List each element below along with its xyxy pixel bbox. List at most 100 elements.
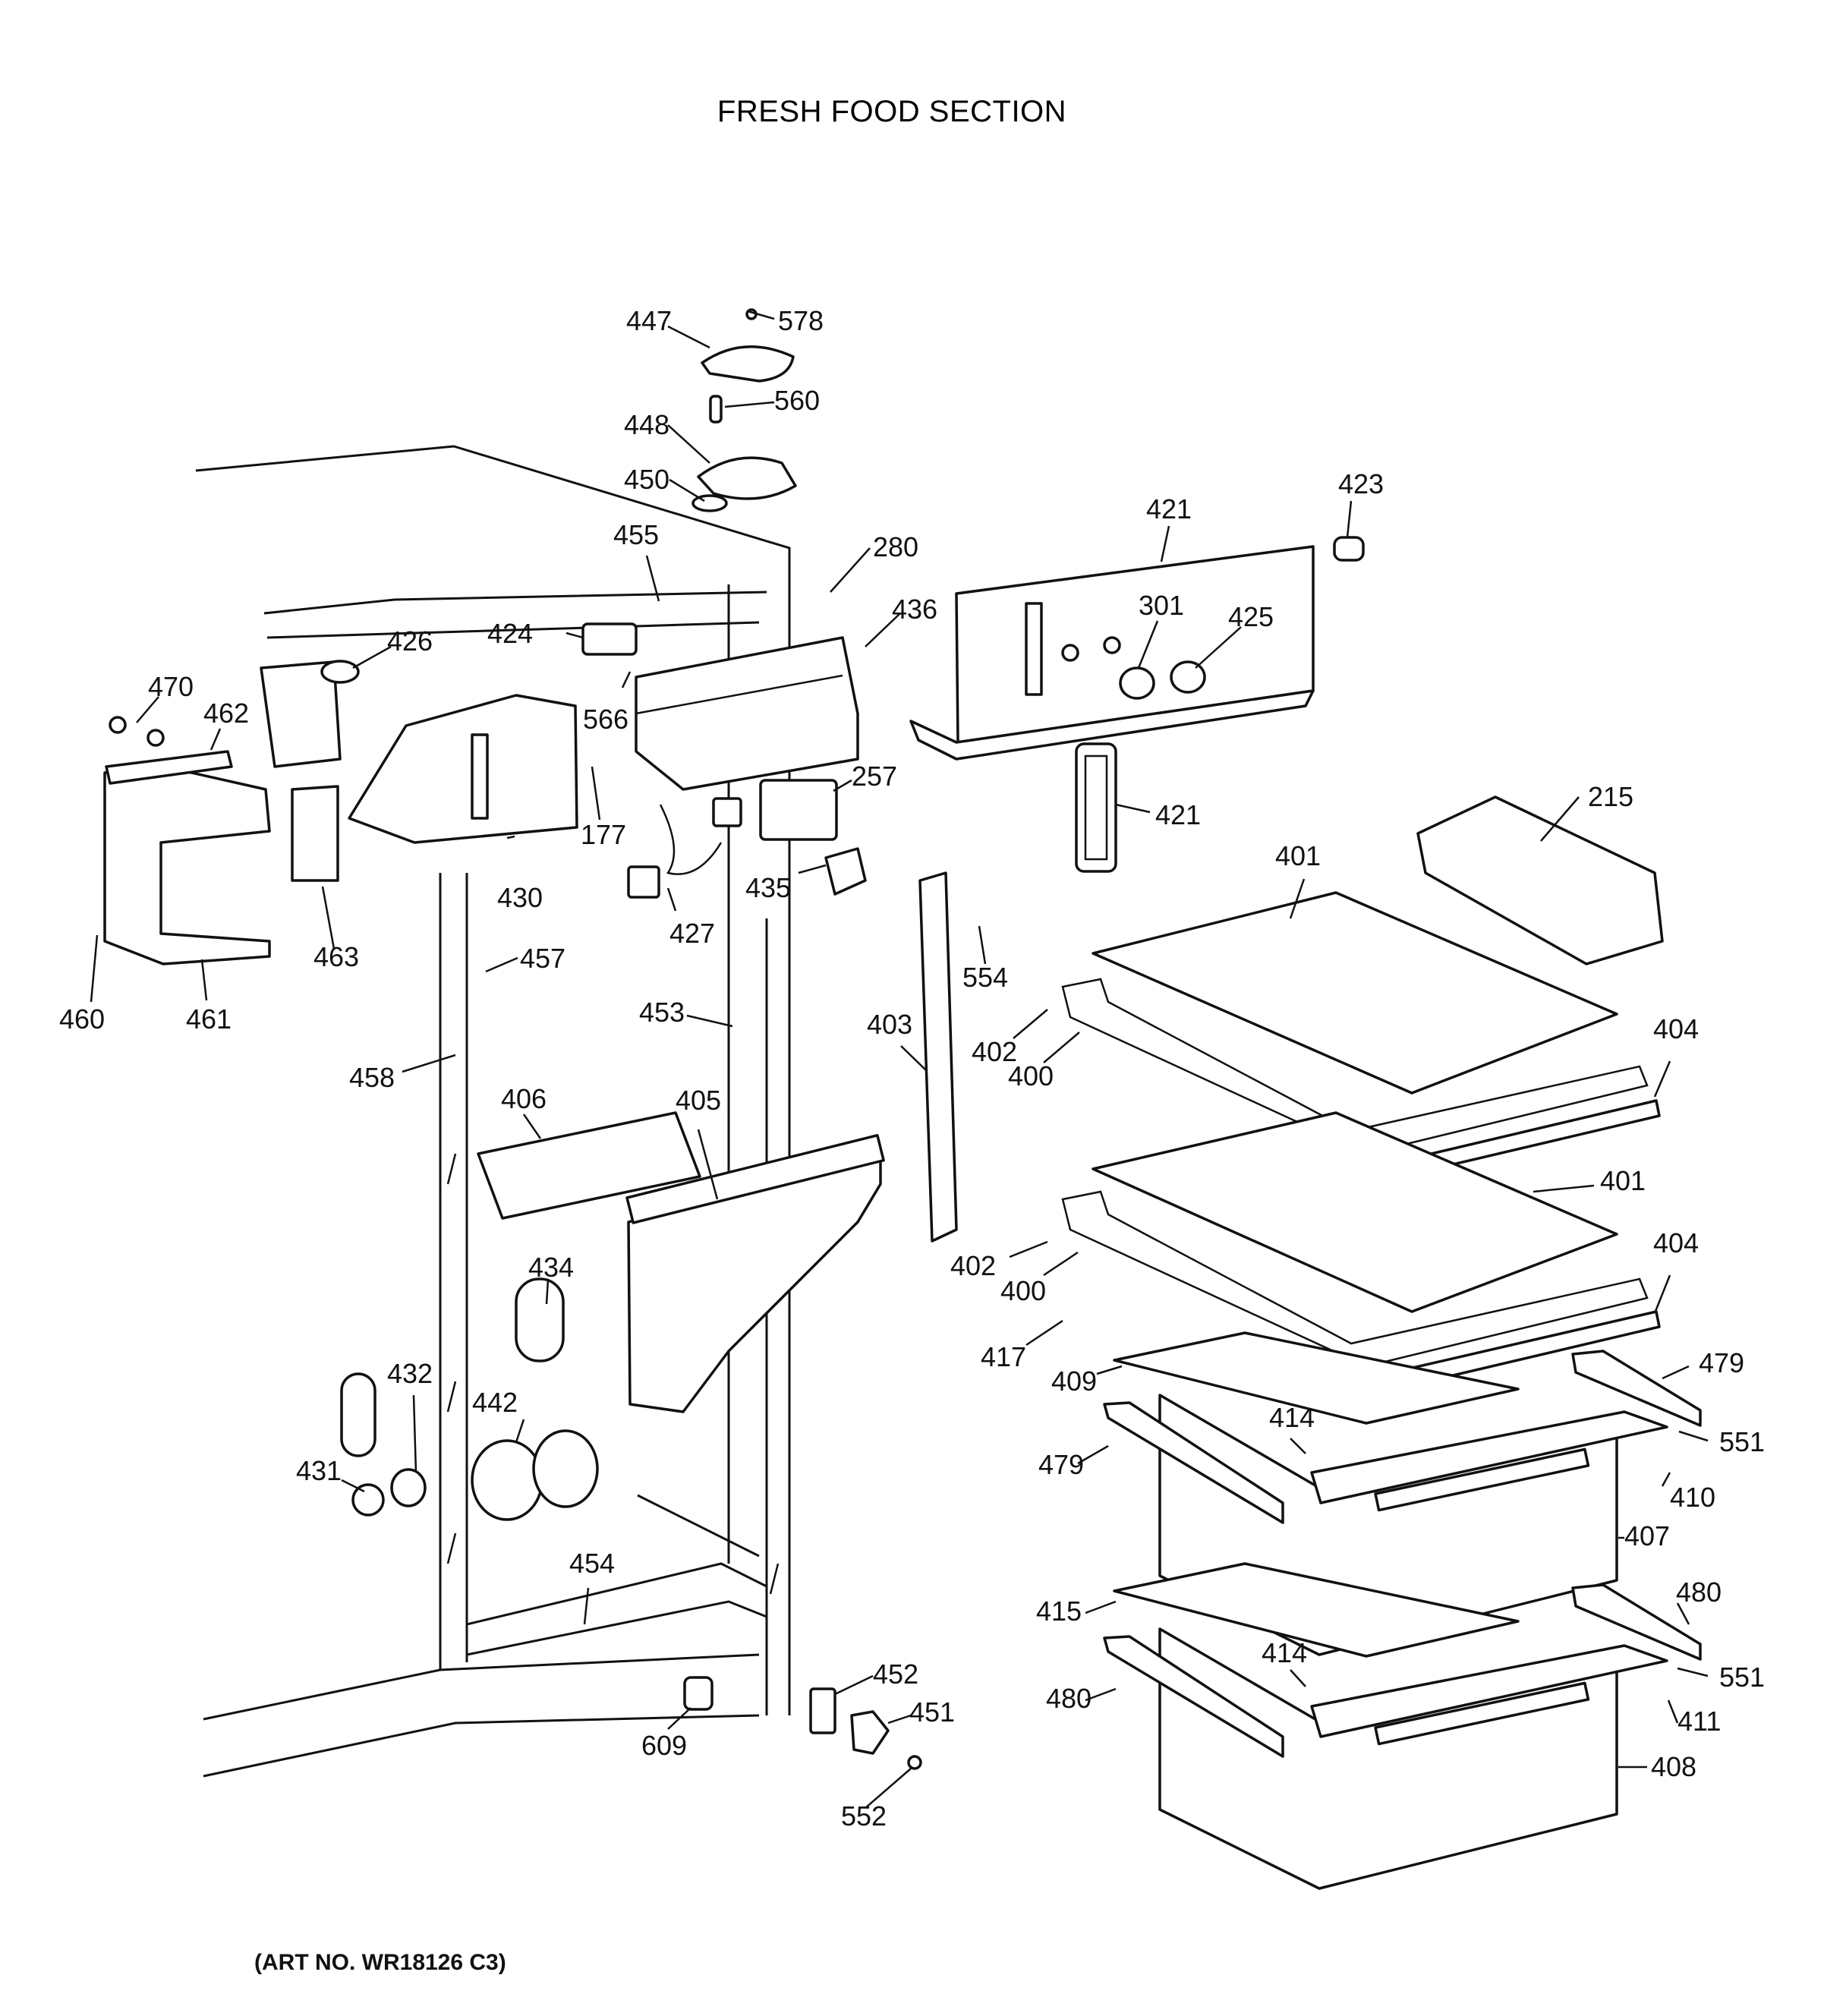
callout-461: 461 <box>186 1003 232 1035</box>
callout-450: 450 <box>624 464 669 495</box>
callout-430: 430 <box>497 882 543 913</box>
bottom-hinge-icon <box>850 1710 890 1755</box>
callout-566: 566 <box>583 704 628 735</box>
crisper-cover-front-icon <box>625 1133 885 1413</box>
control-panel-icon <box>909 545 1315 761</box>
callout-410: 410 <box>1670 1482 1715 1513</box>
callout-578: 578 <box>778 305 824 336</box>
callout-452: 452 <box>873 1658 918 1690</box>
dairy-bin-icon <box>1416 795 1664 965</box>
callout-425: 425 <box>1228 601 1274 632</box>
callout-407: 407 <box>1624 1520 1670 1551</box>
evaporator-fan-icon <box>260 660 360 768</box>
callout-405: 405 <box>676 1085 721 1116</box>
air-duct-housing-icon <box>635 636 859 791</box>
shelf-frame-upper-icon <box>1061 978 1649 1155</box>
callout-453: 453 <box>639 997 685 1028</box>
callout-404-upper: 404 <box>1653 1013 1699 1044</box>
channel-icon <box>291 785 339 882</box>
crisper-slide-right-upper-icon <box>1571 1350 1702 1427</box>
callout-434: 434 <box>528 1252 574 1283</box>
crisper-slide-left-upper-icon <box>1103 1401 1284 1524</box>
callout-463: 463 <box>313 941 359 972</box>
callout-177: 177 <box>581 819 626 850</box>
callout-426: 426 <box>387 625 433 657</box>
callout-552: 552 <box>841 1800 887 1832</box>
callout-435: 435 <box>745 872 791 903</box>
callout-457: 457 <box>520 943 565 974</box>
callout-402-upper: 402 <box>972 1036 1017 1067</box>
thermostat-icon <box>581 622 638 656</box>
callout-417: 417 <box>981 1341 1026 1372</box>
thermostat-knob-icon <box>1333 536 1365 562</box>
glass-shelf-upper-icon <box>1092 891 1618 1095</box>
callout-427: 427 <box>669 918 715 949</box>
bulb-socket-icon <box>351 1468 427 1517</box>
diagram-title: FRESH FOOD SECTION <box>717 95 1066 128</box>
callout-409: 409 <box>1051 1366 1097 1397</box>
wire-harness-icon <box>627 797 742 899</box>
callout-406: 406 <box>501 1083 547 1114</box>
art-number: (ART NO. WR18126 C3) <box>254 1950 506 1975</box>
callout-400-lower: 400 <box>1000 1275 1046 1306</box>
crisper-cover-upper-icon <box>1113 1331 1520 1425</box>
rail-strip-icon <box>105 750 233 785</box>
callout-257: 257 <box>852 761 897 792</box>
light-switch-icon <box>824 847 867 896</box>
hinge-screw-icon <box>709 395 723 424</box>
callout-451: 451 <box>909 1696 955 1728</box>
callout-480-right: 480 <box>1676 1577 1722 1608</box>
top-hinge-icon <box>691 456 797 512</box>
shelf-frame-lower-icon <box>1061 1190 1649 1368</box>
callout-460: 460 <box>59 1003 105 1035</box>
callout-labels: 447 578 448 560 450 423 421 455 280 424 … <box>59 305 1765 1832</box>
callout-609: 609 <box>641 1730 687 1761</box>
callout-480-left: 480 <box>1046 1683 1092 1714</box>
callout-454: 454 <box>569 1548 615 1579</box>
hinge-plate-icon <box>809 1687 836 1734</box>
callout-447: 447 <box>626 305 672 336</box>
callout-554: 554 <box>962 962 1008 993</box>
callout-215: 215 <box>1588 781 1633 812</box>
leader-lines <box>90 310 1709 1809</box>
light-shield-icon <box>515 1277 565 1362</box>
callout-415: 415 <box>1036 1595 1082 1627</box>
crisper-cover-lower-icon <box>1113 1562 1520 1658</box>
callout-436: 436 <box>892 594 937 625</box>
callout-421-panel: 421 <box>1146 493 1192 524</box>
callout-551-upper: 551 <box>1719 1426 1765 1457</box>
callout-404-lower: 404 <box>1653 1227 1699 1258</box>
callout-421-lens: 421 <box>1155 799 1201 830</box>
callout-280: 280 <box>873 531 918 562</box>
shelf-ladder-icon <box>918 871 958 1243</box>
callout-403: 403 <box>867 1009 912 1040</box>
callout-560: 560 <box>774 385 820 416</box>
callout-411: 411 <box>1677 1706 1721 1737</box>
callout-551-lower: 551 <box>1719 1662 1765 1693</box>
callout-414-upper: 414 <box>1269 1402 1315 1433</box>
light-lens-icon <box>1075 742 1117 873</box>
light-socket-bracket-icon <box>348 694 578 844</box>
rear-grille-icon <box>477 1111 701 1220</box>
callout-414-lower: 414 <box>1262 1637 1307 1668</box>
callout-423: 423 <box>1338 468 1384 499</box>
callout-408: 408 <box>1651 1751 1696 1782</box>
callout-432: 432 <box>387 1358 433 1389</box>
crisper-pan-lower-icon <box>1158 1627 1668 1890</box>
callout-479-left: 479 <box>1038 1449 1084 1480</box>
defrost-timer-icon <box>759 779 838 841</box>
crisper-slide-right-lower-icon <box>1571 1583 1702 1661</box>
callout-455: 455 <box>613 519 659 550</box>
damper-assembly-icon <box>471 1429 599 1521</box>
callout-401-upper: 401 <box>1275 840 1321 871</box>
callout-448: 448 <box>624 409 669 440</box>
callout-442: 442 <box>472 1387 518 1418</box>
callout-400-upper: 400 <box>1008 1060 1054 1091</box>
cabinet-outline <box>195 445 791 1778</box>
screw-icon <box>907 1755 922 1770</box>
light-bulb-cover-icon <box>340 1372 376 1457</box>
callout-462: 462 <box>203 698 249 729</box>
glass-shelf-lower-icon <box>1092 1111 1618 1313</box>
callout-431: 431 <box>296 1455 342 1486</box>
